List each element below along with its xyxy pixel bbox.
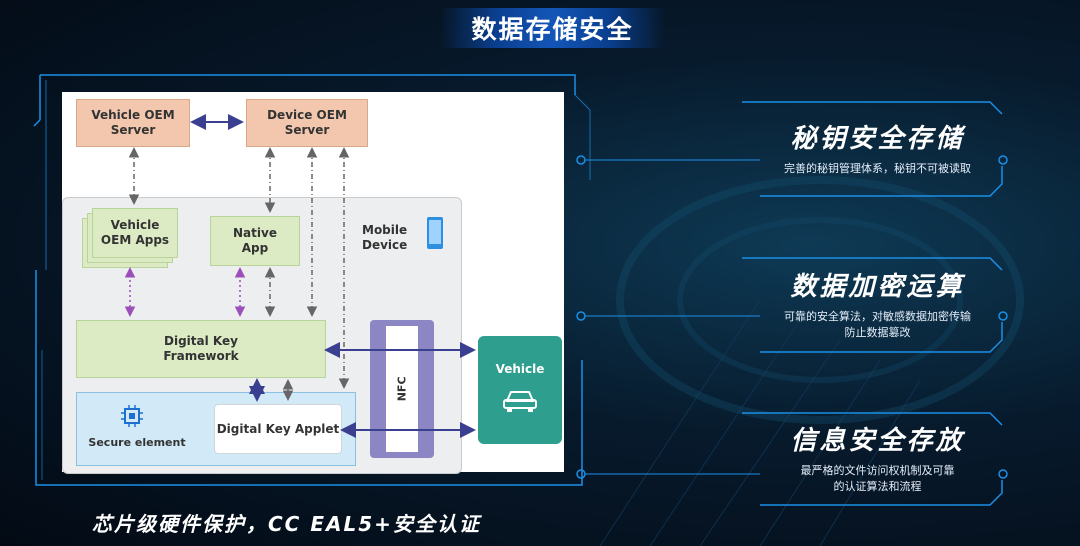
device-oem-server-box: Device OEM Server	[246, 99, 368, 147]
vehicle-oem-server-box: Vehicle OEM Server	[76, 99, 190, 147]
secure-element-label: Secure element	[88, 436, 186, 450]
page-title: 数据存储安全	[440, 8, 665, 48]
feature-desc: 最严格的文件访问权机制及可靠 的认证算法和流程	[800, 464, 955, 493]
feature-encryption: 数据加密运算 可靠的安全算法，对敏感数据加密传输 防止数据篡改	[745, 266, 1010, 341]
diagram-arrows	[124, 114, 476, 438]
vehicle-box: Vehicle	[478, 336, 562, 444]
vehicle-label: Vehicle	[495, 362, 545, 376]
phone-icon	[427, 217, 443, 249]
feature-info-storage: 信息安全存放 最严格的文件访问权机制及可靠 的认证算法和流程	[745, 420, 1010, 495]
feature-heading: 秘钥安全存储	[790, 124, 965, 154]
digital-key-framework-box: Digital Key Framework	[76, 320, 326, 378]
native-app-box: Native App	[210, 216, 300, 266]
architecture-diagram: Vehicle OEM Server Device OEM Server Mob…	[62, 92, 564, 474]
vehicle-oem-apps-box: Vehicle OEM Apps	[92, 208, 178, 258]
feature-heading: 信息安全存放	[790, 426, 965, 456]
feature-desc: 完善的秘钥管理体系，秘钥不可被读取	[784, 162, 971, 175]
bottom-caption: 芯片级硬件保护，CC EAL5+安全认证	[92, 512, 481, 536]
chip-icon	[121, 405, 143, 427]
feature-key-storage: 秘钥安全存储 完善的秘钥管理体系，秘钥不可被读取	[745, 118, 1010, 177]
feature-heading: 数据加密运算	[790, 272, 965, 302]
mobile-device-label: Mobile Device	[362, 223, 408, 252]
feature-desc: 可靠的安全算法，对敏感数据加密传输 防止数据篡改	[784, 310, 971, 339]
car-icon	[503, 391, 537, 412]
